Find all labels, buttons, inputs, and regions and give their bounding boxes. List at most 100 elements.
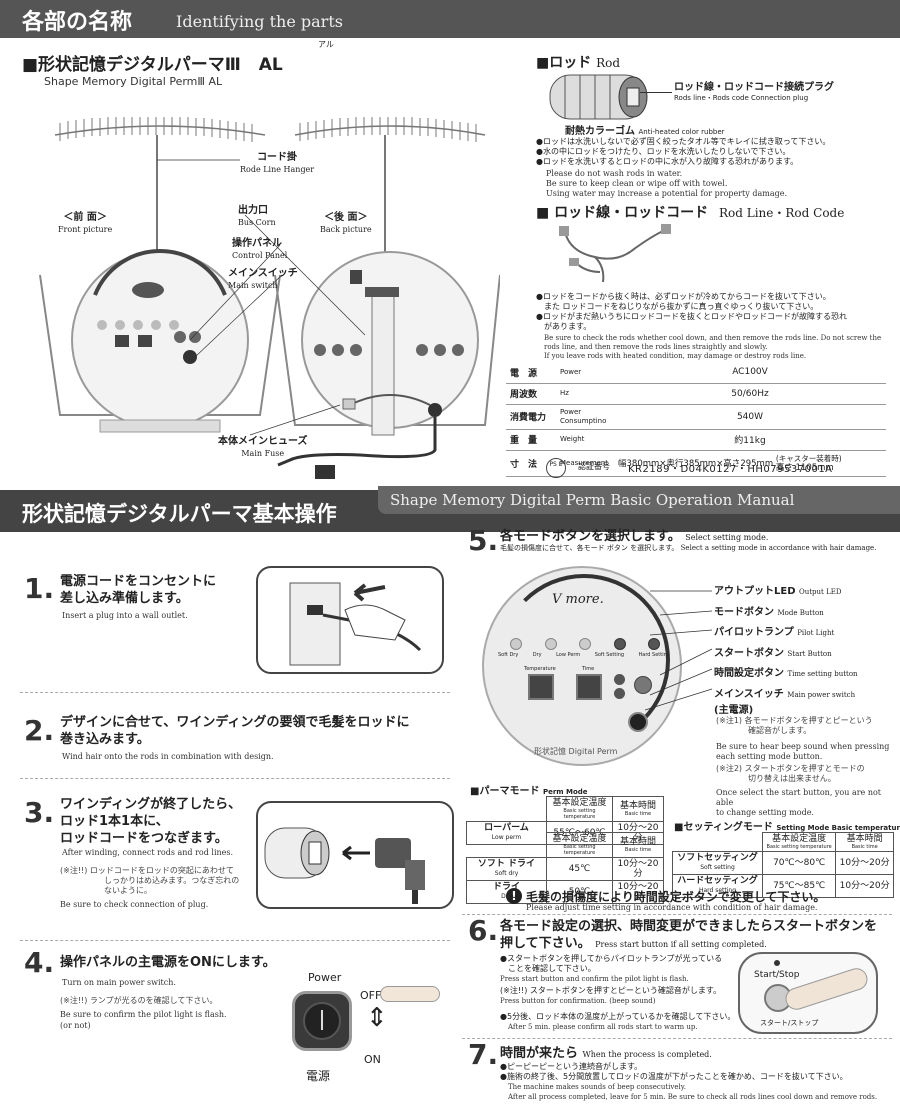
back-body xyxy=(274,251,500,479)
step1-number: 1. xyxy=(24,572,55,605)
rod-connect-illustration xyxy=(256,801,454,909)
parts-header-jp: 各部の名称 xyxy=(22,10,133,35)
step6-bullets: ●スタートボタンを押してからパイロットランプが光っている ことを確認して下さい。… xyxy=(500,954,736,1031)
product-title: ■形状記憶デジタルパーマⅢ AL xyxy=(22,50,283,75)
divider xyxy=(20,692,450,693)
warning-text: 毛髪の損傷度により時間設定ボタンで変更して下さい。 xyxy=(526,890,826,904)
mode-button-low-perm[interactable] xyxy=(579,638,591,650)
output-led-arc xyxy=(498,574,670,746)
main-power-switch[interactable] xyxy=(628,712,648,732)
product-ruby: アル xyxy=(318,40,334,49)
front-body xyxy=(39,248,281,433)
panel-note2-en: Once select the start button, you are no… xyxy=(716,788,881,817)
perm-mode-title: ■パーマモード Perm Mode xyxy=(470,786,588,797)
start-stop-jp: スタート/ストップ xyxy=(760,1019,819,1027)
step4-note-en1: Be sure to confirm the pilot light is fl… xyxy=(60,1010,227,1019)
setting-mode-title: ■セッティングモード Setting Mode Basic temperatur… xyxy=(674,822,900,833)
step4-title: 操作パネルの主電源をONにします。 xyxy=(60,955,276,970)
label-control-panel: 操作パネル Control Panel xyxy=(232,238,288,260)
step6-number: 6. xyxy=(468,914,499,947)
step3-number: 3. xyxy=(24,796,55,829)
mode-label: Hard Setting xyxy=(638,652,670,658)
mode-button-soft-dry[interactable] xyxy=(510,638,522,650)
label-outlet: 出力口 Bus Corn xyxy=(238,205,276,227)
power-switch[interactable] xyxy=(292,991,352,1051)
step3-en: After winding, connect rods and rod line… xyxy=(62,848,234,857)
start-stop-label: Start/Stop xyxy=(754,970,800,980)
panel-note1: (※注1) 各モードボタンを押すとピーという 確認音がします。 xyxy=(716,716,873,735)
time-display xyxy=(576,674,602,700)
label-main-switch: メインスイッチ Main switch xyxy=(228,268,298,290)
rod-title: ■ロッド Rod xyxy=(536,55,621,71)
mode-label: Low Perm xyxy=(556,652,581,658)
step3-note-en: Be sure to check connection of plug. xyxy=(60,900,209,909)
start-stop-button[interactable] xyxy=(634,676,652,694)
step7-bullets: ●ピーピーピーという連続音がします。 ●施術の終了後、5分間放置してロッドの温度… xyxy=(500,1062,878,1101)
time-up-button[interactable] xyxy=(614,674,625,685)
step5-number: 5. xyxy=(468,524,499,557)
product-title-jp: ■形状記憶デジタルパーマⅢ xyxy=(22,55,241,75)
label-main-fuse: 本体メインヒューズ Main Fuse xyxy=(218,436,308,458)
control-panel: V more. Soft Dry Dry Low Perm Soft Setti… xyxy=(482,566,682,766)
mode-button-hard-setting[interactable] xyxy=(648,638,660,650)
mode-button-dry[interactable] xyxy=(544,638,557,650)
operation-header-en-box: Shape Memory Digital Perm Basic Operatio… xyxy=(378,486,900,514)
brand-logo: V more. xyxy=(552,592,604,607)
cert-label: 認証番号 xyxy=(578,462,610,471)
mode-button-soft-setting[interactable] xyxy=(613,638,626,650)
divider xyxy=(20,940,450,941)
off-label: OFF xyxy=(360,989,382,1002)
mode-label: Dry xyxy=(532,652,542,658)
step7-title: 時間が来たら When the process is completed. xyxy=(500,1046,712,1061)
start-stop-illustration: Start/Stop スタート/ストップ xyxy=(738,952,878,1034)
panel-leader-lines xyxy=(644,590,713,711)
on-label: ON xyxy=(364,1053,381,1066)
parts-header-en: Identifying the parts xyxy=(176,12,343,31)
mode-label: Soft Setting xyxy=(594,652,625,658)
updown-arrow-icon: ⇕ xyxy=(366,1003,388,1033)
rod-rubber-label: 耐熱カラーゴム Anti-heated color rubber xyxy=(565,126,725,137)
temp-display xyxy=(528,674,554,700)
rod-notes-jp: ●ロッドは水洗いしないで必ず固く絞ったタオル等でキレイに拭き取って下さい。 ●水… xyxy=(536,137,831,166)
rodline-notes-jp: ●ロッドをコードから抜く時は、必ずロッドが冷めてからコードを抜いて下さい。 また… xyxy=(536,292,847,331)
step4-number: 4. xyxy=(24,946,55,979)
label-back: ＜後 面＞ Back picture xyxy=(320,212,372,234)
step4-note: (※注!!) ランプが光るのを確認して下さい。 xyxy=(60,996,218,1005)
divider xyxy=(462,914,892,915)
divider xyxy=(20,778,450,779)
time-down-button[interactable] xyxy=(614,688,625,699)
step3-title: ワインディングが終了したら、 ロッド1本1本に、 ロッドコードをつなぎます。 xyxy=(60,797,242,846)
rod-illustration xyxy=(549,74,648,120)
pse-mark: PS E xyxy=(546,458,566,478)
temp-label: Temperature xyxy=(524,666,556,672)
pilot-light-icon xyxy=(774,960,780,966)
mode-buttons xyxy=(510,638,660,650)
model-label: 形状記憶 Digital Perm xyxy=(534,747,618,756)
time-label: Time xyxy=(582,666,595,672)
rodline-title: ■ ロッド線・ロッドコード Rod Line・Rod Code xyxy=(536,205,845,221)
operation-header-jp: 形状記憶デジタルパーマ基本操作 xyxy=(22,502,337,526)
step1-en: Insert a plug into a wall outlet. xyxy=(62,611,188,620)
divider xyxy=(462,1038,892,1039)
label-hanger: コード掛 Rode Line Hanger xyxy=(240,152,315,174)
warning-en: Please adjust time setting in accordance… xyxy=(526,903,818,912)
step2-title: デザインに合せて、ワインディングの要領で毛髪をロッドに 巻き込みます。 xyxy=(60,715,410,747)
power-switch-illustration: Power OFF ⇕ ON 電源 xyxy=(270,955,420,1095)
power-label: Power xyxy=(308,971,342,984)
cert-number: KR2189・D04K0127・HH079537001A xyxy=(628,464,833,475)
step2-en: Wind hair onto the rods in combination w… xyxy=(62,752,274,761)
step6-title: 各モード設定の選択、時間変更ができましたらスタートボタンを 押して下さい。 Pr… xyxy=(500,919,878,951)
device-illustration xyxy=(39,117,500,479)
step3-note: (※注!!) ロッドコードをロッドの突起にあわせて しっかりはめ込みます。つなぎ… xyxy=(60,866,240,895)
